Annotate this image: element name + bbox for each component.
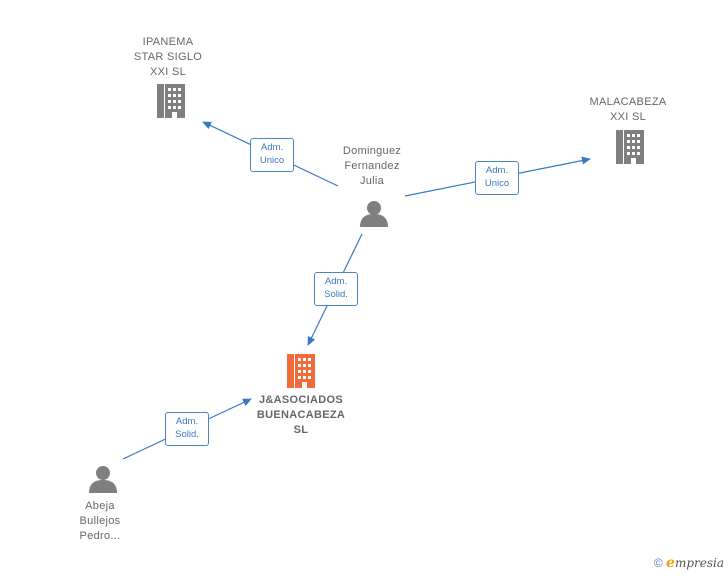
edge-label-e3: Adm. Solid. (314, 272, 358, 306)
node-label-ipanema[interactable]: IPANEMA STAR SIGLO XXI SL (133, 36, 203, 78)
edge-label-e2: Adm. Unico (475, 161, 519, 195)
node-label-malacabeza[interactable]: MALACABEZA XXI SL (589, 96, 667, 123)
person-icon[interactable] (89, 466, 117, 493)
node-label-dominguez[interactable]: Dominguez Fernandez Julia (342, 145, 402, 187)
node-label-abeja[interactable]: Abeja Bullejos Pedro... (79, 500, 121, 542)
edge-label-e1: Adm. Unico (250, 138, 294, 172)
building-icon[interactable] (616, 130, 644, 164)
edge-label-e4: Adm. Solid. (165, 412, 209, 446)
person-icon[interactable] (360, 201, 388, 227)
node-label-jasociados[interactable]: J&ASOCIADOS BUENACABEZA SL (256, 394, 346, 436)
building-icon-focus[interactable] (287, 354, 315, 388)
copyright-symbol: © (653, 556, 663, 570)
empresia-logo: empresia (666, 555, 724, 571)
footer-brand: © empresia (654, 555, 724, 571)
building-icon[interactable] (157, 84, 185, 118)
